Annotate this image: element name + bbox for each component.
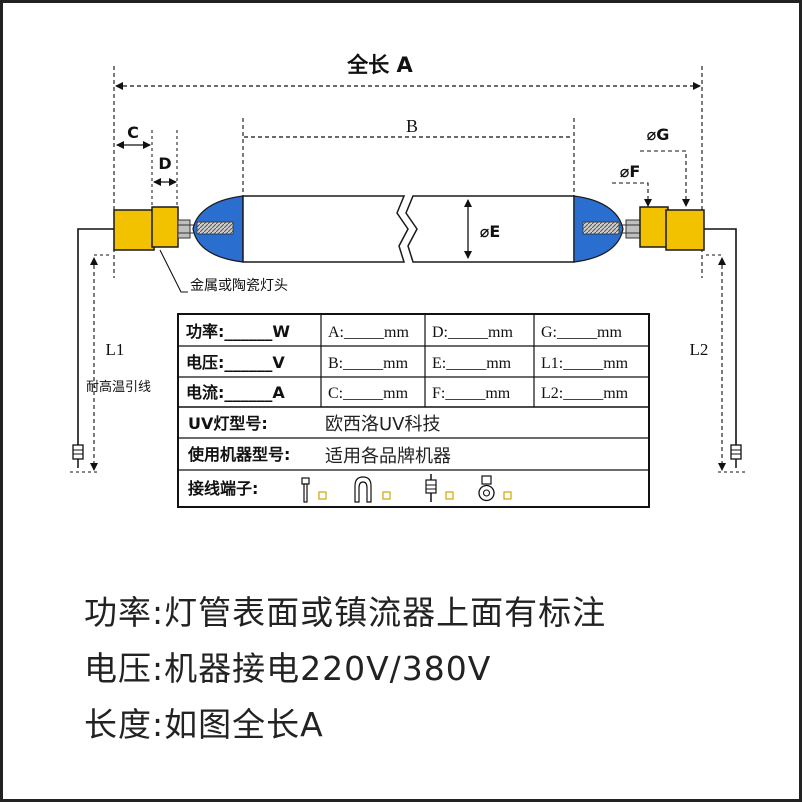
dim-f-leader [612,182,652,207]
dim-l1-label: L1 [106,340,125,359]
footer-length-note: 长度:如图全长A [84,705,324,744]
spec-cell-l1: L1:_____mm [541,355,629,372]
footer-voltage-note: 电压:机器接电220V/380V [84,649,492,688]
spec-table: 功率:______W A:_____mm D:_____mm G:_____mm… [177,313,650,508]
spec-cell-voltage: 电压:______V [186,353,285,372]
spec-cell-f: F:_____mm [432,385,511,402]
spec-cell-c: C:_____mm [328,385,409,402]
dim-g-label: ⌀G [647,125,670,144]
spec-cell-power: 功率:______W [186,322,290,341]
cap-note: 金属或陶瓷灯头 [190,278,288,294]
dim-g-leader [640,150,690,207]
dim-e-label: ⌀E [480,222,501,241]
terminal-bullet-checkbox[interactable] [445,491,454,500]
dim-l2-label: L2 [690,340,709,359]
terminal-fork-checkbox[interactable] [382,491,391,500]
spec-cell-l2: L2:_____mm [541,385,629,402]
terminal-ring-checkbox[interactable] [503,491,512,500]
lamp-tube [242,195,575,263]
dim-f-label: ⌀F [620,162,641,181]
terminal-bullet-icon [425,474,437,502]
right-terminal-plug [730,444,742,468]
wire-note: 耐高温引线 [86,379,151,395]
right-lead-wire [704,228,737,445]
spec-cell-e: E:_____mm [432,355,512,372]
terminal-pin-checkbox[interactable] [318,491,327,500]
dim-d-label: D [158,154,171,173]
terminal-ring-icon [478,475,495,502]
spec-cell-d: D:_____mm [432,324,513,341]
spec-cell-g: G:_____mm [541,324,622,341]
uv-model-value: 欧西洛UV科技 [325,414,441,435]
uv-model-label: UV灯型号: [188,414,268,433]
left-lead-wire [77,228,114,445]
left-terminal-plug [72,444,84,468]
dim-c-label: C [127,123,139,142]
total-length-label: 全长 A [346,53,413,77]
terminal-pin-icon [301,477,310,503]
terminal-label: 接线端子: [188,479,258,498]
machine-model-label: 使用机器型号: [187,445,290,464]
lamp-left-electrode [192,195,244,263]
cap-note-leader [159,249,188,293]
lamp-right-cap [620,206,705,251]
lamp-right-electrode [573,195,624,263]
spec-cell-a: A:_____mm [328,324,409,341]
terminal-fork-icon [354,476,372,503]
dim-b-label: B [406,116,418,136]
lamp-left-cap [113,206,196,251]
spec-cell-current: 电流:______A [186,383,285,402]
spec-cell-b: B:_____mm [328,355,409,372]
footer-power-note: 功率:灯管表面或镇流器上面有标注 [84,593,607,632]
machine-model-value: 适用各品牌机器 [325,446,451,467]
